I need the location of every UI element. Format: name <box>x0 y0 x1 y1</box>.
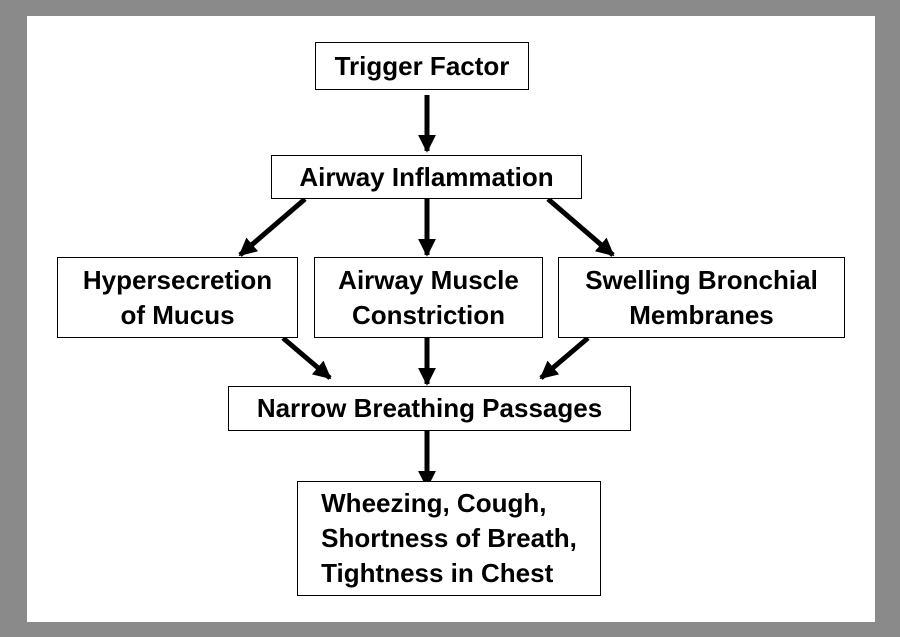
node-muscle-line-1: Airway Muscle <box>338 264 519 295</box>
node-swelling-line-2: Membranes <box>629 299 774 330</box>
node-symptoms-line-1: Wheezing, Cough, <box>321 488 547 518</box>
node-airway-inflammation-label: Airway Inflammation <box>299 161 554 192</box>
node-muscle-line-2: Constriction <box>351 299 506 330</box>
node-trigger-factor: Trigger Factor <box>315 42 529 90</box>
node-symptoms-line-2: Shortness of Breath, <box>321 523 577 553</box>
node-hypersecretion-of-mucus: Hypersecretion of Mucus <box>57 257 298 338</box>
node-narrow-breathing-passages: Narrow Breathing Passages <box>228 386 631 431</box>
node-symptoms: Wheezing, Cough, Shortness of Breath, Ti… <box>297 481 601 596</box>
node-airway-inflammation: Airway Inflammation <box>271 155 582 199</box>
node-airway-muscle-constriction: Airway Muscle Constriction <box>314 257 543 338</box>
node-symptoms-line-3: Tightness in Chest <box>321 558 554 588</box>
node-trigger-factor-label: Trigger Factor <box>334 50 510 81</box>
node-hypersecretion-line-1: Hypersecretion <box>82 264 273 295</box>
node-swelling-bronchial-membranes: Swelling Bronchial Membranes <box>558 257 845 338</box>
node-swelling-line-1: Swelling Bronchial <box>585 264 818 295</box>
node-hypersecretion-line-2: of Mucus <box>120 299 235 330</box>
node-narrow-label: Narrow Breathing Passages <box>256 393 603 423</box>
